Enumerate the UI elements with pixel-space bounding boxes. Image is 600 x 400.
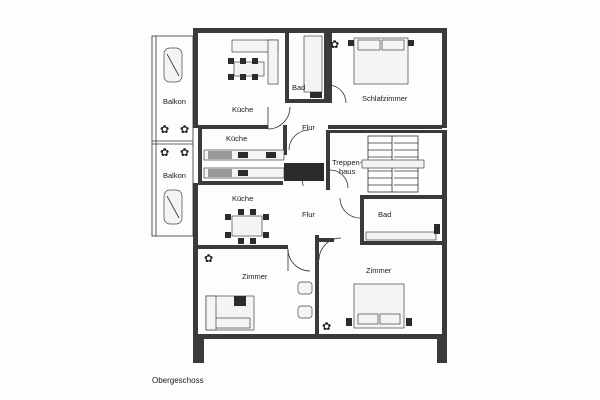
staircase [361, 135, 425, 193]
living-room-furniture: ✿ [204, 252, 313, 331]
room-label-kueche-lower: Küche [232, 194, 254, 203]
bathroom-top-fixtures [303, 35, 323, 98]
room-label-kueche-top: Küche [232, 105, 254, 114]
svg-text:✿: ✿ [204, 252, 213, 265]
svg-text:✿: ✿ [330, 38, 339, 51]
kitchen-top-furniture [228, 39, 279, 85]
kitchen-lower-table [225, 209, 269, 244]
outer-walls [193, 28, 447, 363]
room-label-flur-bottom: Flur [302, 210, 315, 219]
balcony: ✿ ✿ ✿ ✿ [151, 35, 194, 237]
svg-text:✿: ✿ [160, 146, 169, 159]
room-label-zimmer-right: Zimmer [366, 266, 392, 275]
bedroom-bed: ✿ [330, 37, 414, 85]
room-label-treppenhaus: Treppen- haus [332, 158, 363, 177]
room-label-bad-top: Bad [292, 83, 306, 92]
room-label-zimmer-left: Zimmer [242, 272, 268, 281]
bedroom-lower-bed: ✿ [322, 283, 412, 333]
room-label-kueche-mid: Küche [226, 134, 248, 143]
room-label-flur-top: Flur [302, 123, 315, 132]
room-label-balkon-top: Balkon [163, 97, 186, 106]
interior-walls [198, 33, 442, 334]
room-label-balkon-bottom: Balkon [163, 171, 186, 180]
floor-label: Obergeschoss [152, 376, 204, 385]
svg-text:✿: ✿ [322, 320, 331, 333]
svg-text:✿: ✿ [160, 123, 169, 136]
svg-text:✿: ✿ [180, 123, 189, 136]
room-label-schlafzimmer: Schlafzimmer [362, 94, 408, 103]
svg-text:✿: ✿ [180, 146, 189, 159]
kitchen-mid-counter [203, 149, 324, 181]
bathroom-bottom-fixtures [365, 224, 440, 241]
room-label-bad-bottom: Bad [378, 210, 392, 219]
